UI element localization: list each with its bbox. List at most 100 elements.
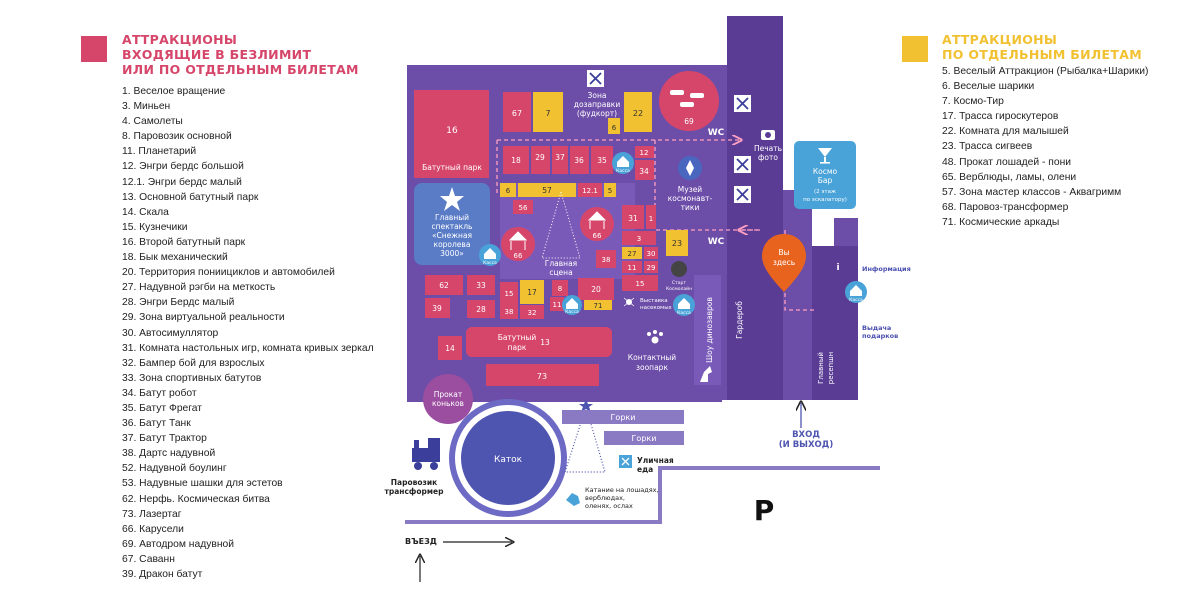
zone-71[interactable] (584, 300, 612, 310)
zone-15[interactable] (622, 275, 658, 291)
zone-66-right[interactable] (580, 207, 614, 241)
legend-item: 23. Трасса сигвеев (942, 141, 1033, 153)
zone-label: 1 (649, 215, 653, 223)
zone-32[interactable] (520, 305, 544, 319)
legend-item: 52. Надувной боулинг (122, 463, 227, 475)
zone-label: по эскалатору) (803, 197, 847, 203)
zone-67[interactable] (503, 92, 531, 132)
zone-28[interactable] (467, 300, 495, 318)
zone-label: подарков (862, 332, 898, 340)
zone-label: Горки (632, 434, 657, 443)
skate-rental[interactable] (423, 374, 473, 424)
zone-label: Каток (494, 455, 523, 465)
zone-36[interactable] (570, 146, 589, 174)
zone-30[interactable] (644, 247, 658, 259)
zone-37[interactable] (552, 146, 568, 174)
star-icon (579, 399, 593, 412)
zone-label: 8 (558, 285, 562, 293)
zone-14[interactable] (438, 336, 462, 360)
zone-5[interactable] (604, 183, 616, 197)
zone-label: 35 (597, 156, 607, 165)
legend-item: 12. Энгри бердс большой (122, 161, 244, 173)
zone-label: 34 (639, 167, 649, 176)
kassa-label: Касса (483, 260, 497, 266)
zone-11[interactable] (622, 261, 642, 273)
zone-label: 22 (633, 109, 643, 118)
zone-7[interactable] (533, 92, 563, 132)
zone-73[interactable] (486, 364, 599, 386)
zone-label: Батутный (498, 333, 537, 342)
zone-57[interactable] (518, 183, 576, 197)
zone-11b[interactable] (550, 297, 564, 311)
zone-label: 66 (514, 252, 523, 260)
slide-1[interactable] (562, 410, 684, 424)
kassa-icon[interactable]: Касса (612, 152, 634, 174)
zone-13[interactable] (466, 327, 612, 357)
zone-label: 3 (637, 235, 641, 243)
legend-item: 32. Бампер бой для взрослых (122, 357, 265, 369)
cosmo-bar[interactable] (794, 141, 856, 209)
zone-34[interactable] (635, 160, 654, 180)
zone-label: «Снежная (432, 231, 472, 240)
kassa-icon[interactable]: Касса (845, 281, 867, 303)
legend-item: 68. Паровоз-трансформер (942, 201, 1069, 213)
zone-29[interactable] (531, 146, 550, 174)
zone-label: насекомых (640, 305, 673, 311)
start-icon (671, 261, 687, 277)
zone-15b[interactable] (500, 282, 518, 304)
zone-label: Бар (818, 176, 833, 185)
main-show[interactable] (414, 183, 490, 265)
zone-29b[interactable] (644, 261, 658, 273)
zone-1[interactable] (646, 205, 656, 229)
legend-item: 66. Карусели (122, 523, 184, 535)
zone-label: верблюдах, (585, 494, 625, 502)
zone-39[interactable] (425, 298, 450, 318)
legend-item: 71. Космические аркады (942, 216, 1060, 228)
rink[interactable] (461, 411, 555, 505)
glass-icon (818, 148, 832, 164)
kassa-icon[interactable]: Касса (562, 295, 582, 315)
zone-6[interactable] (608, 118, 620, 134)
zone-62[interactable] (425, 275, 463, 295)
zone-33[interactable] (467, 275, 495, 295)
zone-label: 31 (628, 214, 638, 223)
zone-12-1[interactable] (578, 183, 602, 197)
food-icon (734, 95, 751, 112)
zone-38[interactable] (596, 250, 616, 268)
zone-56[interactable] (513, 200, 533, 214)
zone-35[interactable] (591, 146, 613, 174)
zone-16[interactable] (414, 90, 489, 178)
zone-3[interactable] (622, 231, 656, 245)
zone-8[interactable] (552, 280, 568, 296)
zone-20[interactable] (578, 278, 614, 300)
zone-label: 29 (535, 153, 545, 162)
dino-show[interactable] (694, 275, 721, 385)
zone-23[interactable] (666, 230, 688, 256)
zone-label: Старт (672, 280, 686, 286)
zone-12[interactable] (635, 146, 654, 158)
kassa-icon[interactable]: Касса (479, 244, 501, 266)
train-icon (412, 438, 440, 470)
kassa-icon[interactable]: Касса (673, 294, 695, 316)
zone-label: ВХОД (792, 430, 820, 440)
zone-label: 71 (594, 302, 603, 310)
route-dashed (784, 230, 815, 311)
route-dashed (654, 140, 760, 231)
zone-label: 66 (593, 232, 602, 240)
zone-27[interactable] (622, 247, 642, 259)
zone-6b[interactable] (500, 183, 516, 197)
zone-31[interactable] (622, 205, 644, 229)
legend-item: 34. Батут робот (122, 387, 197, 399)
slide-2[interactable] (604, 431, 684, 445)
zone-22[interactable] (624, 92, 652, 132)
zone-69[interactable] (659, 71, 719, 131)
zone-38b[interactable] (500, 303, 518, 319)
zone-17[interactable] (520, 280, 544, 304)
kassa-label: Касса (849, 297, 863, 303)
horse-icon (566, 493, 580, 506)
paw-icon (647, 330, 663, 344)
zone-18[interactable] (503, 146, 529, 174)
zone-66-left[interactable] (501, 227, 535, 261)
zone-label: 33 (476, 281, 486, 290)
zone-label: Батутный парк (422, 163, 482, 172)
